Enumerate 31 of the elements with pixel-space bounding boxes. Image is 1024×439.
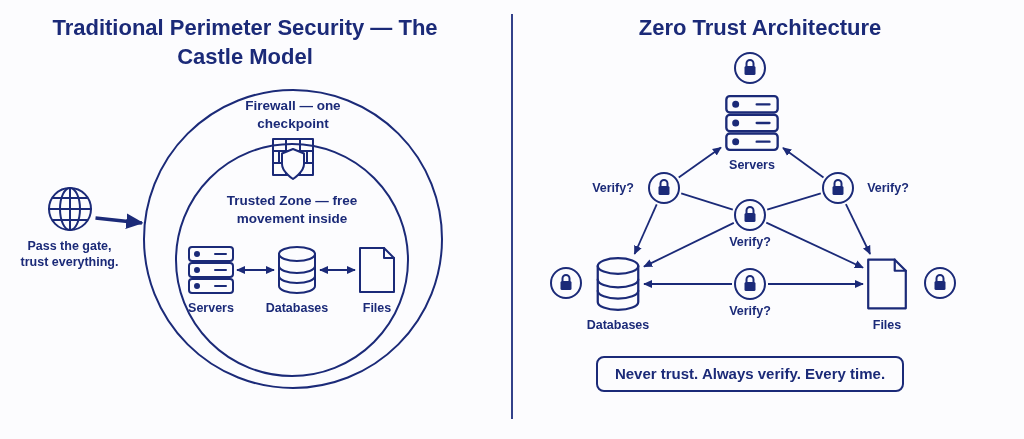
arrow [643, 279, 733, 289]
node-label: Databases [585, 317, 651, 334]
panel-title: Zero Trust Architecture [637, 14, 883, 42]
node-label: Databases [264, 300, 330, 317]
verify-label: Verify? [866, 180, 910, 197]
trusted-zone-circle [175, 143, 409, 377]
connector-line [766, 192, 822, 211]
zone-label: Firewall — one checkpoint [244, 97, 342, 133]
arrow [765, 221, 864, 269]
panel-title: Traditional Perimeter Security — The Castle Model [51, 14, 439, 71]
arrow [643, 222, 735, 268]
verify-label: Verify? [728, 303, 772, 320]
arrow [782, 147, 825, 179]
node-label: Files [361, 300, 393, 317]
verify-label: Verify? [728, 234, 772, 251]
motto-box: Never trust. Always verify. Every time. [596, 356, 904, 392]
arrow [845, 203, 871, 255]
node-label: Pass the gate, trust everything. [19, 238, 120, 271]
arrow [319, 265, 356, 275]
arrow [677, 146, 722, 179]
verify-label: Verify? [591, 180, 635, 197]
node-label: Files [871, 317, 903, 334]
perimeter-circle [143, 89, 443, 389]
arrow [236, 265, 275, 275]
arrow [767, 279, 864, 289]
node-label: Servers [187, 300, 235, 317]
node-label: Servers [728, 157, 776, 174]
arrow [95, 213, 144, 230]
arrow [633, 203, 658, 255]
zone-label: Trusted Zone — free movement inside [225, 192, 359, 228]
connector-line [680, 192, 734, 211]
